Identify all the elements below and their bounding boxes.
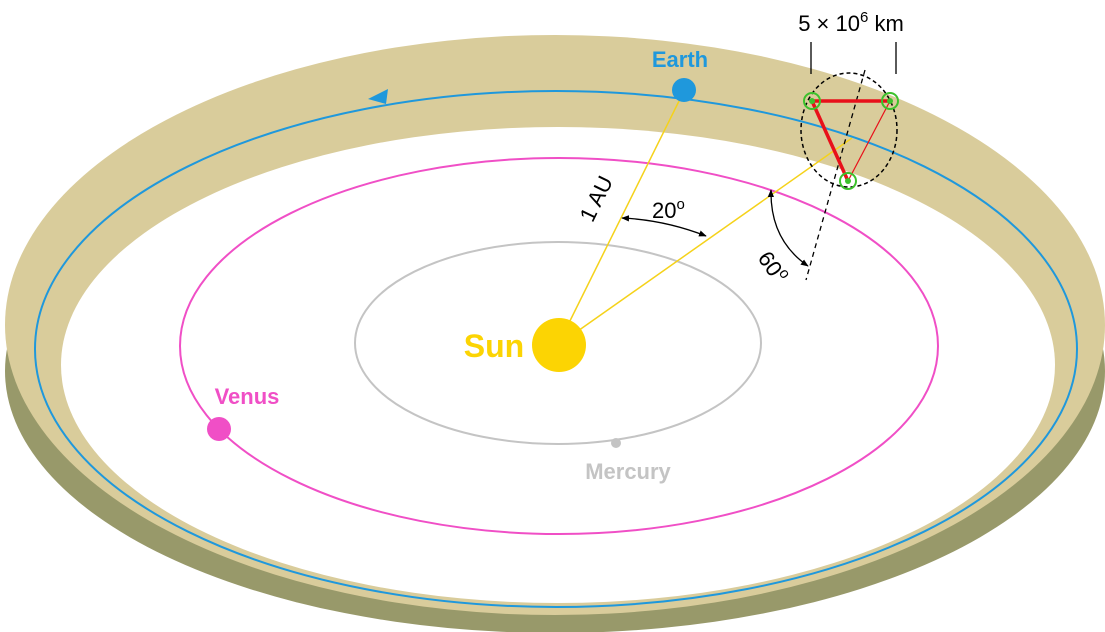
mercury [611, 438, 621, 448]
sun-to-earth-line [557, 90, 685, 346]
arm-right [847, 100, 891, 182]
earth [672, 78, 696, 102]
angle-20-arc [621, 215, 707, 237]
spacecraft-1 [803, 92, 821, 110]
mercury-label: Mercury [585, 459, 671, 484]
constellation-envelope [800, 72, 898, 188]
spacecraft-3 [839, 172, 857, 190]
earth-label: Earth [652, 47, 708, 72]
sun-label: Sun [464, 328, 524, 364]
venus-label: Venus [215, 384, 280, 409]
sun [532, 318, 586, 372]
arm-length-label: 5 × 106 km [798, 9, 904, 36]
venus [207, 417, 231, 441]
arm-left [810, 100, 850, 182]
earth-orbit [34, 90, 1078, 608]
angle-60-arc [767, 189, 809, 267]
angle-20-label: 20o [652, 196, 685, 223]
constellation-normal-dashed [805, 69, 866, 281]
spacecraft-2 [881, 92, 899, 110]
spacecraft-constellation [803, 92, 899, 190]
sun-to-constellation-line [557, 137, 853, 346]
venus-orbit [179, 157, 939, 535]
orbit-direction-arrow [368, 89, 388, 104]
mercury-orbit [354, 241, 762, 445]
